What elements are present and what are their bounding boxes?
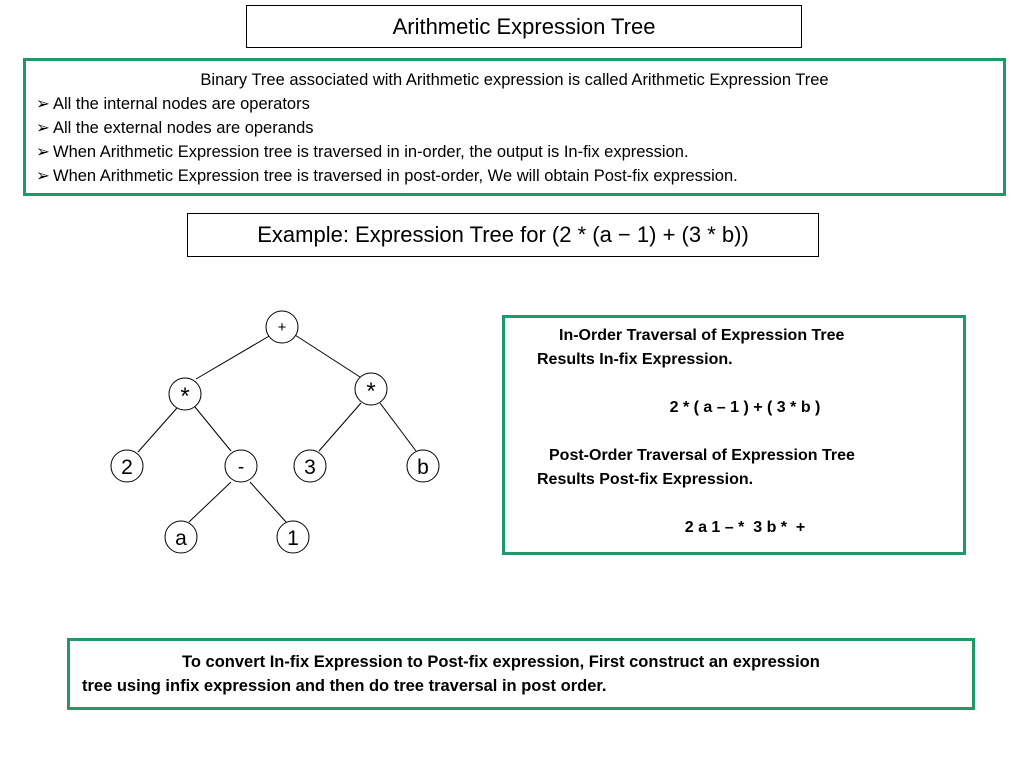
tree-node-multiply-left xyxy=(168,377,202,411)
tree-node-multiply-right xyxy=(354,372,388,406)
inorder-heading: In-Order Traversal of Expression Tree xyxy=(559,327,845,344)
bullet-text: When Arithmetic Expression tree is trave… xyxy=(53,143,689,161)
node-label-multiply-right: * xyxy=(366,378,375,405)
postorder-result: 2 a 1 – * 3 b * + xyxy=(684,519,806,536)
definition-intro: Binary Tree associated with Arithmetic e… xyxy=(200,71,829,89)
bullet-text: All the external nodes are operands xyxy=(53,119,314,137)
node-label-multiply-left: * xyxy=(180,383,189,410)
conversion-line-1: To convert In-fix Expression to Post-fix… xyxy=(182,653,820,671)
edge xyxy=(137,407,178,453)
inorder-result: 2 * ( a – 1 ) + ( 3 * b ) xyxy=(669,399,821,416)
definition-box: Binary Tree associated with Arithmetic e… xyxy=(23,58,1006,196)
bullet-item: ➢All the external nodes are operands xyxy=(36,116,993,140)
edge xyxy=(294,334,361,378)
expression-tree-diagram: + * * 2 - 3 b a 1 xyxy=(110,310,440,554)
postorder-heading: Post-Order Traversal of Expression Tree xyxy=(549,447,855,464)
bullet-text: All the internal nodes are operators xyxy=(53,95,310,113)
bullet-item: ➢When Arithmetic Expression tree is trav… xyxy=(36,140,993,164)
node-label-1: 1 xyxy=(287,527,299,550)
tree-node-minus xyxy=(224,449,258,483)
tree-node-3 xyxy=(293,449,327,483)
node-label-root: + xyxy=(278,319,287,336)
inorder-subheading: Results In-fix Expression. xyxy=(537,351,733,368)
edge xyxy=(318,402,362,452)
tree-node-b xyxy=(406,449,440,483)
edge xyxy=(379,402,417,452)
arrow-bullet-icon: ➢ xyxy=(36,95,50,113)
tree-edges xyxy=(137,334,417,523)
tree-node-1 xyxy=(276,520,310,554)
edge xyxy=(249,481,287,523)
traversal-box: In-Order Traversal of Expression Tree Re… xyxy=(502,315,966,555)
example-heading: Example: Expression Tree for (2 * (a − 1… xyxy=(187,213,819,257)
bullet-item: ➢When Arithmetic Expression tree is trav… xyxy=(36,164,993,188)
tree-node-2 xyxy=(110,449,144,483)
page-title: Arithmetic Expression Tree xyxy=(246,5,802,48)
tree-node-root xyxy=(265,310,299,344)
node-label-2: 2 xyxy=(121,456,133,479)
tree-node-a xyxy=(164,520,198,554)
arrow-bullet-icon: ➢ xyxy=(36,167,50,185)
bullet-text: When Arithmetic Expression tree is trave… xyxy=(53,167,738,185)
bullet-item: ➢All the internal nodes are operators xyxy=(36,92,993,116)
edge xyxy=(195,334,272,380)
node-label-3: 3 xyxy=(304,456,316,479)
conversion-note: To convert In-fix Expression to Post-fix… xyxy=(67,638,975,710)
edge xyxy=(194,406,232,452)
edge xyxy=(188,481,232,523)
node-label-minus: - xyxy=(238,457,244,478)
node-label-b: b xyxy=(417,456,429,479)
postorder-subheading: Results Post-fix Expression. xyxy=(537,471,754,488)
conversion-line-2: tree using infix expression and then do … xyxy=(82,677,607,695)
node-label-a: a xyxy=(175,527,187,550)
arrow-bullet-icon: ➢ xyxy=(36,143,50,161)
arrow-bullet-icon: ➢ xyxy=(36,119,50,137)
